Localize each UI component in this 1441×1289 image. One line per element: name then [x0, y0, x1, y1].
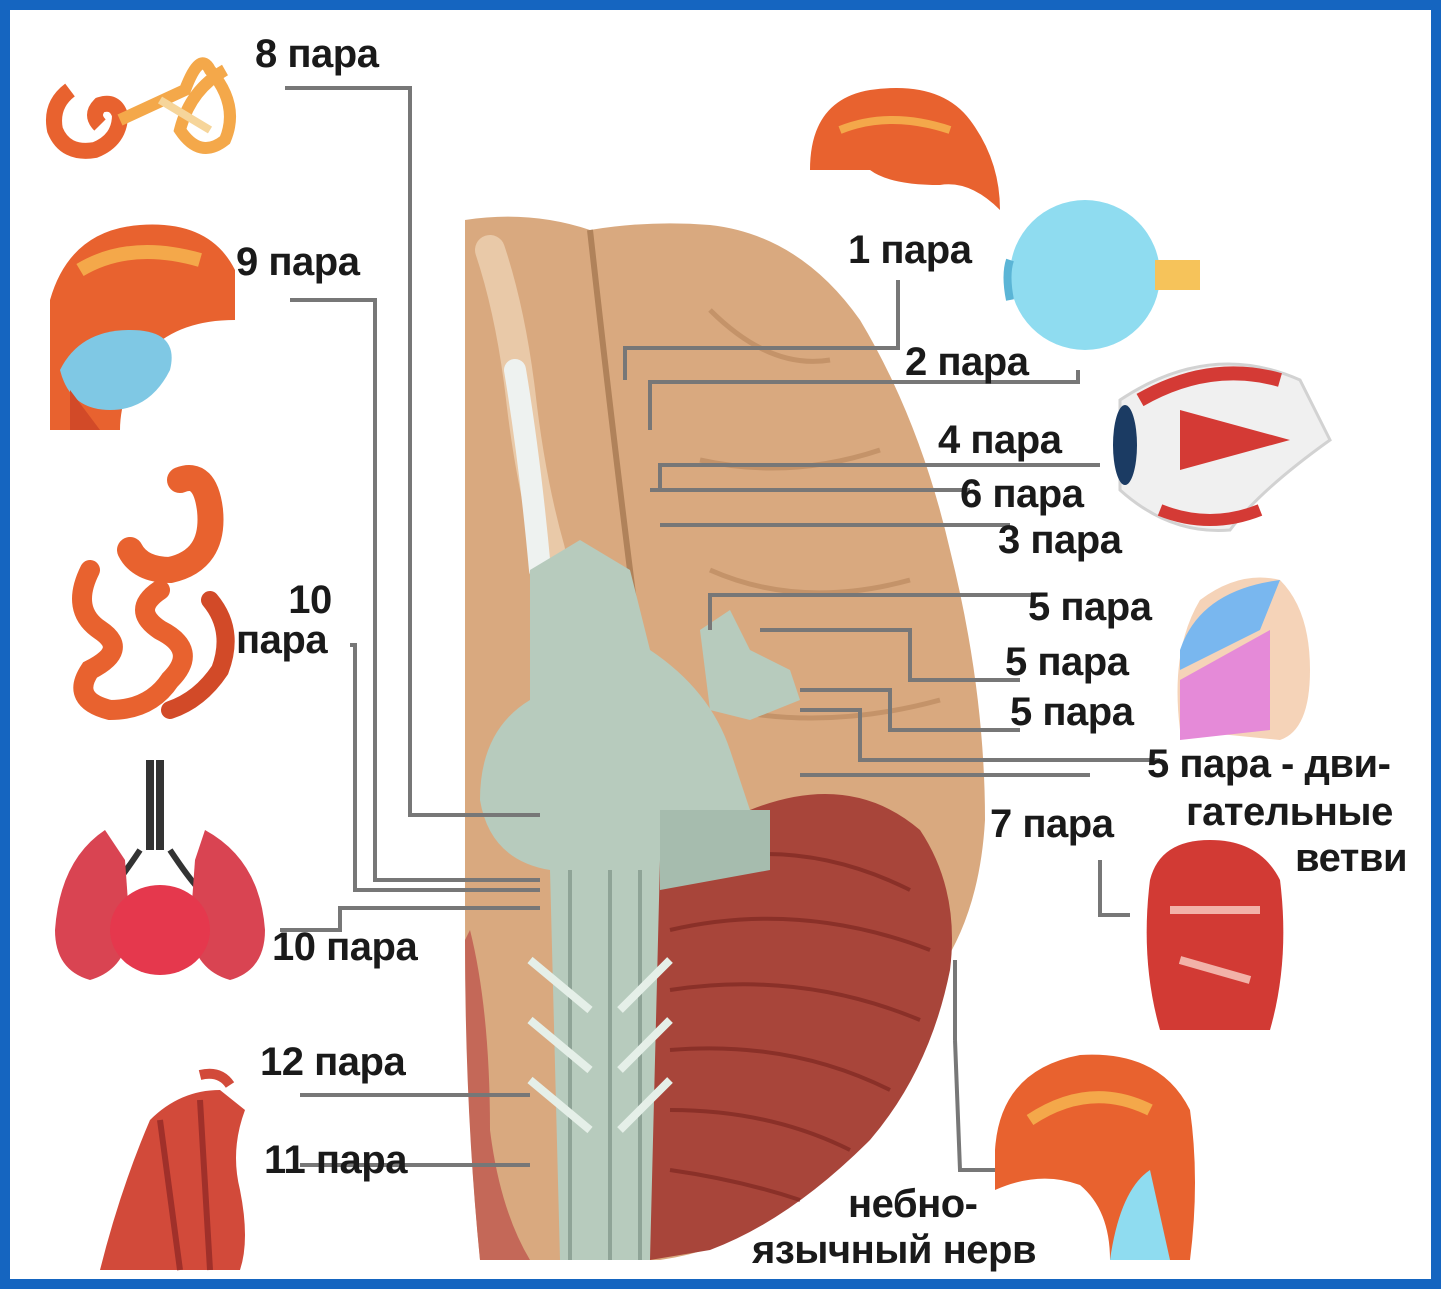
label-pair-5-a: 5 пара: [1028, 585, 1151, 629]
face-muscles-icon: [1147, 840, 1284, 1030]
label-pair-11: 11 пара: [264, 1138, 407, 1182]
nose-icon: [810, 88, 1000, 210]
label-pair-10-lower: 10 пара: [272, 925, 417, 969]
cranial-nerves-illustration: [10, 10, 1431, 1279]
label-pair-4: 4 пара: [938, 418, 1061, 462]
eye-muscles-icon: [1113, 364, 1330, 531]
label-pair-6: 6 пара: [960, 472, 1083, 516]
label-pair-10-num: 10: [280, 578, 340, 622]
label-pair-5-b: 5 пара: [1005, 640, 1128, 684]
eyeball-icon: [1008, 200, 1201, 350]
face-skin-icon: [1178, 578, 1311, 741]
ear-icon: [54, 63, 230, 151]
label-pair-8: 8 пара: [255, 32, 378, 76]
label-pair-5-motor-3: ветви: [1295, 836, 1407, 880]
label-pair-5-motor-1: 5 пара - дви-: [1147, 742, 1390, 786]
throat-icon: [50, 225, 235, 430]
label-pair-10-word: пара: [236, 618, 327, 662]
lungs-heart-icon: [55, 760, 265, 980]
label-pair-1: 1 пара: [848, 228, 971, 272]
label-pair-3: 3 пара: [998, 518, 1121, 562]
label-pair-9: 9 пара: [236, 240, 359, 284]
label-pair-7: 7 пара: [990, 802, 1113, 846]
label-pair-12: 12 пара: [260, 1040, 405, 1084]
diagram-canvas: 8 пара 9 пара 10 пара 10 пара 12 пара 11…: [10, 10, 1431, 1279]
label-pair-5-c: 5 пара: [1010, 690, 1133, 734]
stomach-intestine-icon: [82, 478, 226, 710]
label-glossopalatine-2: язычный нерв: [752, 1228, 1036, 1272]
label-pair-2: 2 пара: [905, 340, 1028, 384]
neck-muscles-icon: [100, 1074, 245, 1270]
label-glossopalatine-1: небно-: [848, 1182, 978, 1226]
label-pair-5-motor-2: гательные: [1186, 790, 1393, 834]
